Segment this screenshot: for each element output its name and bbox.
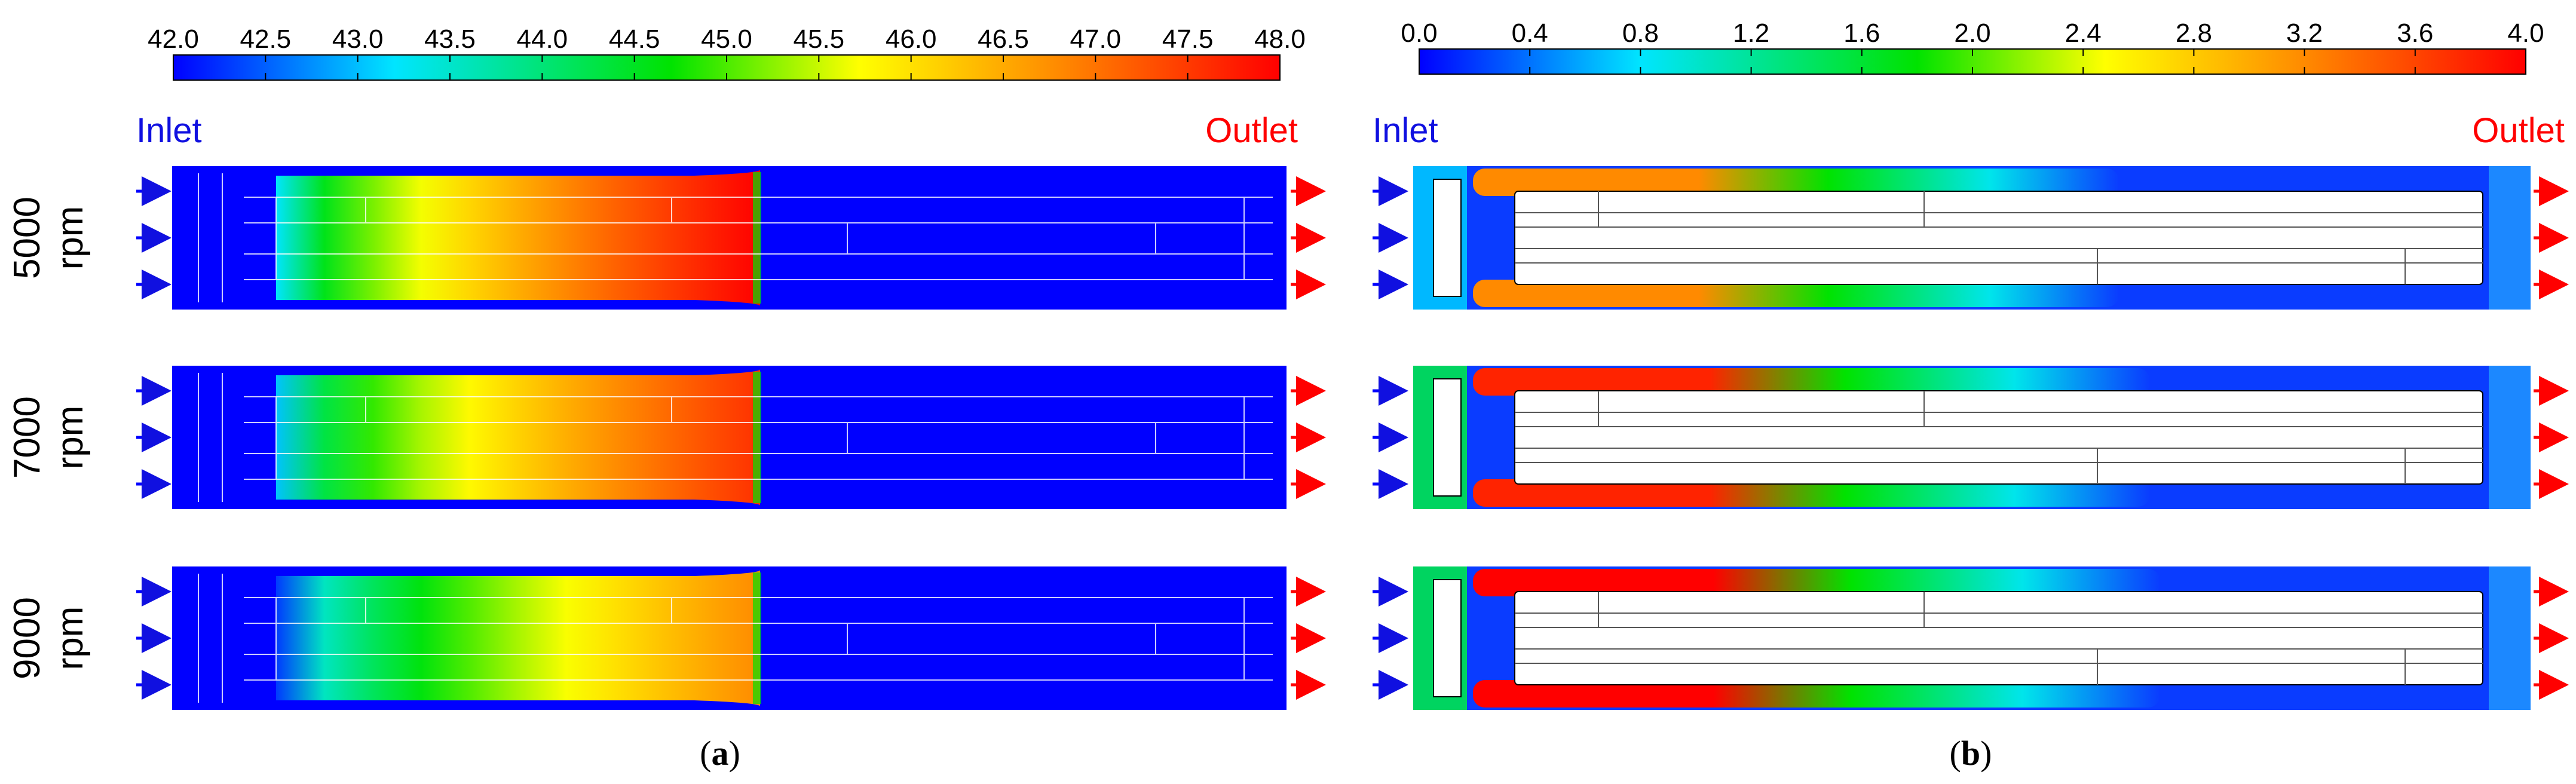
heated-zone [276, 170, 760, 306]
sink-geometry-lines [198, 173, 1273, 302]
colorbar-tick-label: 47.0 [1070, 24, 1122, 54]
velocity-contour-row [1373, 566, 2569, 710]
colorbar-tick-label: 3.6 [2397, 19, 2433, 48]
colorbar-tick-label: 44.5 [609, 24, 660, 54]
inlet-plate [1433, 579, 1462, 697]
colorbar-tick-label: 1.6 [1843, 19, 1880, 48]
sink-geometry-lines [198, 373, 1273, 502]
heated-zone-edge [753, 372, 761, 503]
colorbar-tick-label: 46.0 [886, 24, 937, 54]
colorbar-tick-label: 46.5 [978, 24, 1029, 54]
heated-zone [276, 369, 760, 506]
speed-label: 9000 [7, 597, 48, 679]
heat-sink-body [1514, 390, 2483, 485]
sink-outline [275, 396, 1245, 480]
wall-jet [1473, 680, 2160, 708]
wall-jet [1473, 368, 2150, 396]
outlet-label-a: Outlet [1205, 111, 1298, 150]
colorbar-b: 0.0 0.4 0.8 1.2 1.6 2.0 2.4 2.8 3.2 3.6 4.0 [1401, 19, 2544, 75]
colorbar-tick-label: 43.5 [424, 24, 476, 54]
colorbar-tick-label: 42.0 [148, 24, 199, 54]
wall-jet [1473, 569, 2160, 596]
heated-zone [276, 570, 760, 706]
colorbar-tick-label: 0.0 [1401, 19, 1437, 48]
sink-geometry-lines [1515, 592, 2483, 685]
outlet-zone [2489, 566, 2531, 710]
colorbar-tick-label: 43.0 [332, 24, 384, 54]
heat-sink-body [1514, 591, 2483, 685]
inlet-plate [1433, 179, 1462, 297]
heat-sink-body [1514, 191, 2483, 285]
speed-label: 7000 [7, 396, 48, 479]
speed-unit-label: rpm [50, 406, 91, 470]
colorbar-a-ticks: 42.0 42.5 43.0 43.5 44.0 44.5 45.0 45.5 46.0 46.5… [148, 24, 1306, 80]
caption-b-letter: b [1961, 734, 1980, 773]
sink-outline [275, 597, 1245, 681]
inlet-label-b: Inlet [1373, 111, 1438, 150]
colorbar-tick-label: 47.5 [1162, 24, 1214, 54]
caption-a-letter: a [712, 734, 729, 773]
wall-jet [1473, 169, 2119, 196]
heated-zone-edge [753, 572, 761, 704]
sink-geometry-lines [1515, 391, 2483, 484]
sink-geometry-lines [198, 574, 1273, 703]
panel-a: 42.0 42.5 43.0 43.5 44.0 44.5 45.0 45.5 46.0 46.5… [7, 24, 1326, 773]
contour-rows-b [1373, 166, 2569, 710]
inlet-plate [1433, 378, 1462, 497]
outlet-label-b: Outlet [2472, 111, 2565, 150]
colorbar-tick-label: 2.8 [2176, 19, 2212, 48]
colorbar-tick-label: 45.0 [701, 24, 752, 54]
velocity-contour-row [1373, 366, 2569, 509]
colorbar-tick-label: 2.0 [1954, 19, 1990, 48]
colorbar-tick-label: 1.2 [1733, 19, 1769, 48]
colorbar-a: 42.0 42.5 43.0 43.5 44.0 44.5 45.0 45.5 46.0 46.5… [148, 24, 1306, 81]
wall-jet [1473, 280, 2119, 307]
colorbar-tick-label: 0.8 [1622, 19, 1659, 48]
speed-label: 5000 [7, 197, 48, 279]
colorbar-tick-label: 4.0 [2507, 19, 2544, 48]
colorbar-tick-label: 42.5 [240, 24, 292, 54]
outlet-zone [2489, 166, 2531, 310]
colorbar-tick-label: 3.2 [2286, 19, 2323, 48]
colorbar-tick-label: 48.0 [1254, 24, 1306, 54]
velocity-contour-row [1373, 166, 2569, 310]
heated-zone-edge [753, 172, 761, 304]
colorbar-tick-label: 45.5 [794, 24, 845, 54]
caption-a: (a) [700, 734, 740, 773]
sink-geometry-lines [1515, 191, 2483, 284]
wall-jet [1473, 479, 2150, 507]
inlet-label-a: Inlet [136, 111, 202, 150]
speed-unit-label: rpm [50, 607, 91, 670]
colorbar-b-ticks: 0.0 0.4 0.8 1.2 1.6 2.0 2.4 2.8 3.2 3.6 4.0 [1401, 19, 2544, 74]
caption-b: (b) [1950, 734, 1992, 773]
speed-unit-label: rpm [50, 206, 91, 270]
outlet-zone [2489, 366, 2531, 509]
sink-outline [275, 197, 1245, 280]
colorbar-tick-label: 2.4 [2065, 19, 2102, 48]
colorbar-tick-label: 44.0 [517, 24, 568, 54]
colorbar-tick-label: 0.4 [1512, 19, 1548, 48]
